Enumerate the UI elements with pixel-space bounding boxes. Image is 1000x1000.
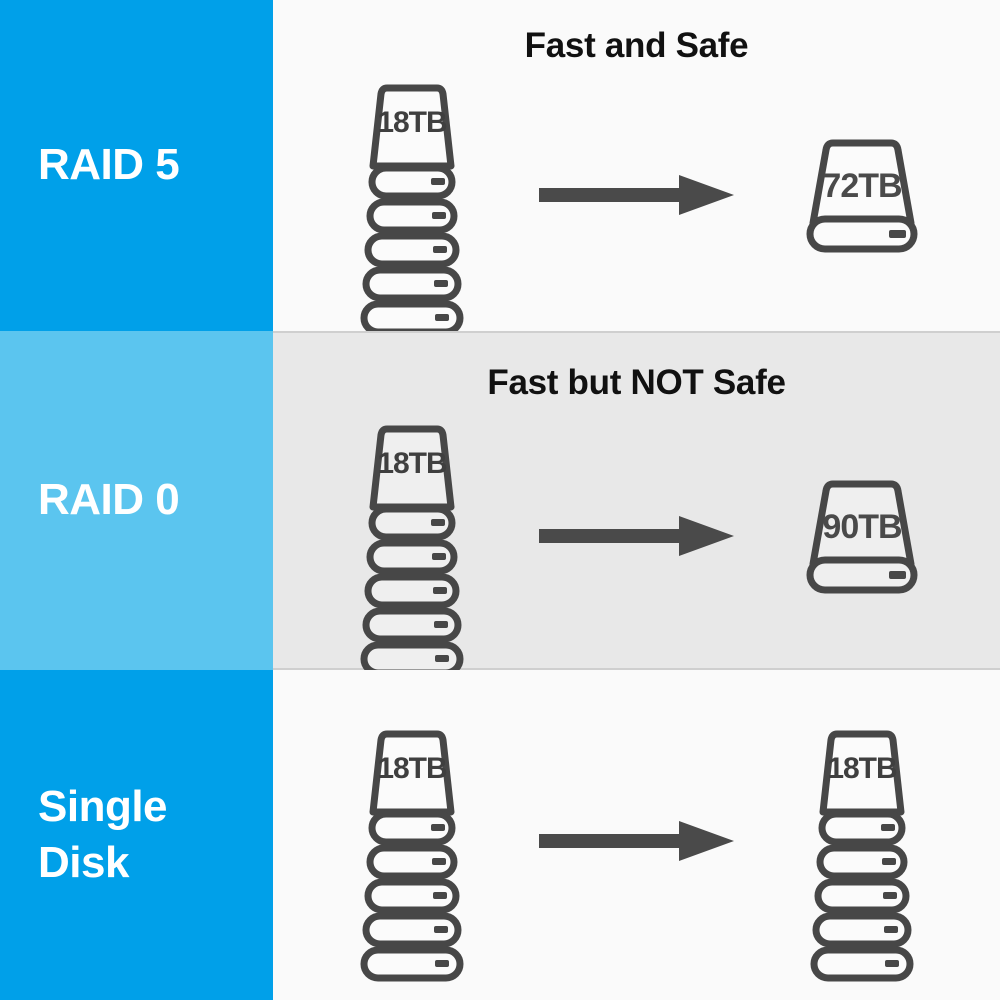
source-capacity-label-raid-5: 18TB bbox=[377, 106, 447, 139]
disk-stack-icon: 18TB bbox=[810, 730, 913, 982]
disk-bar-group bbox=[360, 505, 463, 677]
source-slot-raid-5: 18TB bbox=[292, 80, 532, 336]
diagram-row-single-disk: Single Disk 18TB bbox=[0, 670, 1000, 1000]
source-capacity-label-raid-0: 18TB bbox=[377, 447, 447, 480]
arrow-slot-single-disk bbox=[532, 716, 742, 966]
diagram-flow-raid-0: 18TB bbox=[273, 421, 1000, 677]
source-slot-raid-0: 18TB bbox=[292, 421, 532, 677]
diagram-flow-single-disk: 18TB bbox=[273, 716, 1000, 982]
result-capacity-label-single-disk: 18TB bbox=[827, 752, 897, 785]
arrow-slot-raid-0 bbox=[532, 421, 742, 651]
row-content-raid-0: Fast but NOT Safe 18TB bbox=[273, 331, 1000, 677]
row-content-single-disk: 18TB bbox=[273, 670, 1000, 1000]
single-disk-icon: 72TB bbox=[806, 139, 917, 253]
row-label-cell-single-disk: Single Disk bbox=[0, 670, 273, 1000]
result-slot-single-disk: 18TB bbox=[742, 716, 982, 982]
disk-bar-group bbox=[810, 810, 913, 982]
arrow-right-icon bbox=[539, 175, 734, 215]
disk-stack-icon: 18TB bbox=[360, 425, 463, 677]
single-disk-icon: 90TB bbox=[806, 480, 917, 594]
arrow-right-icon bbox=[539, 821, 734, 861]
row-heading-raid-0: Fast but NOT Safe bbox=[487, 363, 786, 402]
result-slot-raid-0: 90TB bbox=[742, 421, 982, 651]
disk-bar-group bbox=[360, 810, 463, 982]
diagram-row-raid-5: RAID 5 Fast and Safe 18TB bbox=[0, 0, 1000, 336]
result-capacity-label-raid-5: 72TB bbox=[822, 167, 902, 205]
arrow-slot-raid-5 bbox=[532, 80, 742, 310]
source-capacity-label-single-disk: 18TB bbox=[377, 752, 447, 785]
arrow-right-icon bbox=[539, 516, 734, 556]
row-content-raid-5: Fast and Safe 18TB bbox=[273, 0, 1000, 336]
result-slot-raid-5: 72TB bbox=[742, 80, 982, 310]
row-label-cell-raid-5: RAID 5 bbox=[0, 0, 273, 331]
row-label-raid-0: RAID 0 bbox=[38, 475, 180, 525]
diagram-flow-raid-5: 18TB bbox=[273, 80, 1000, 336]
disk-bar-group bbox=[360, 164, 463, 336]
disk-stack-icon: 18TB bbox=[360, 84, 463, 336]
row-label-raid-5: RAID 5 bbox=[38, 140, 180, 190]
source-slot-single-disk: 18TB bbox=[292, 716, 532, 982]
row-label-single-disk: Single Disk bbox=[38, 781, 168, 887]
disk-stack-icon: 18TB bbox=[360, 730, 463, 982]
row-label-cell-raid-0: RAID 0 bbox=[0, 331, 273, 670]
result-capacity-label-raid-0: 90TB bbox=[822, 508, 902, 546]
row-heading-raid-5: Fast and Safe bbox=[524, 26, 749, 65]
diagram-row-raid-0: RAID 0 Fast but NOT Safe 18TB bbox=[0, 331, 1000, 677]
